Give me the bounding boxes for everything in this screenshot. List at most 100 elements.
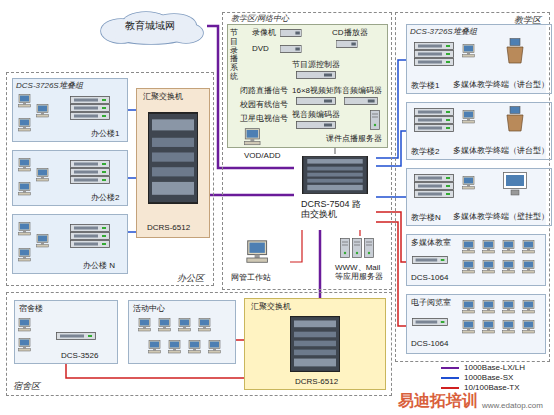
pc-icon: [463, 301, 475, 314]
node-label: 办公楼1: [91, 129, 119, 138]
node-label: 教学楼1: [411, 81, 439, 90]
server-icon: [365, 239, 374, 258]
building-box: 教学楼2 多媒体教学终端（讲台型）: [406, 102, 552, 160]
signal-label: 卫星电视信号: [240, 114, 288, 123]
node-label: 电子阅览室: [411, 298, 451, 307]
panel-fill: [227, 24, 388, 148]
pc-icon: [19, 183, 31, 196]
legend-box: 1000Base-LX/LH1000Base-SX10/100Base-TX: [440, 363, 540, 393]
legend-row: 10/100Base-TX: [440, 383, 540, 393]
node-label: 教学区/网络中心: [231, 14, 289, 23]
chassis-icon: [291, 317, 340, 372]
pc-icon: [523, 301, 535, 314]
node-label: 教学区: [514, 15, 541, 25]
device-label: CD播放器: [332, 28, 368, 37]
building-box: 办公楼 N: [12, 214, 128, 274]
switch-icon: [415, 59, 454, 66]
workstation: 网管工作站: [226, 240, 290, 286]
building-box: 办公楼2: [12, 150, 128, 206]
node-label: 节目录播系统: [230, 29, 238, 82]
aggregation-fill: [136, 88, 210, 238]
switch-icon: [71, 105, 110, 112]
node-label: DCS-3726S堆叠组: [16, 81, 83, 90]
pc-icon: [209, 341, 221, 354]
switch-icon: [71, 225, 110, 232]
node-label: 宿舍楼: [19, 304, 43, 313]
signal-label: 校园有线信号: [240, 100, 288, 109]
pc-icon: [483, 301, 495, 314]
aggregation-switch: 汇聚交换机DCRS-6512: [136, 88, 210, 238]
switch-icon: [415, 183, 454, 190]
switch-icon: [71, 161, 110, 168]
node-label: 多媒体教学终端（讲台型）: [453, 81, 549, 90]
pc-icon: [19, 119, 31, 132]
watermark-url: www.edatop.com: [482, 401, 543, 410]
node-label: DCS-1064: [411, 273, 448, 282]
pc-icon: [245, 129, 260, 145]
network-link: [319, 230, 322, 298]
node-label: DCS-3726S堆叠组: [410, 27, 477, 36]
pc-icon: [19, 319, 31, 332]
pc-icon: [19, 159, 31, 172]
podium-icon: [507, 39, 523, 64]
pc-icon: [37, 105, 49, 118]
network-link: [66, 364, 244, 378]
network-link: [334, 148, 335, 154]
pc-icon: [503, 261, 515, 274]
pc-icon: [523, 321, 535, 334]
pc-icon: [523, 261, 535, 274]
device-label: 节目源控制器: [292, 60, 340, 69]
network-link: [207, 26, 294, 168]
legend-sample: [440, 374, 460, 382]
pc-icon: [159, 319, 171, 332]
node-label: 教育城域网: [96, 20, 204, 32]
switch-icon: [415, 43, 454, 50]
pc-icon: [463, 45, 475, 58]
network-link: [359, 230, 360, 236]
node-label: 汇聚交换机: [251, 302, 291, 311]
switch-icon: [412, 319, 447, 326]
pc-icon: [37, 235, 49, 248]
wall-terminal-icon: [504, 173, 527, 196]
pc-icon: [463, 241, 475, 254]
network-link: [236, 339, 244, 341]
node-label: 教学楼2: [411, 147, 439, 156]
node-label: 多媒体教学终端（壁挂型）: [453, 213, 549, 222]
pc-icon: [179, 319, 191, 332]
building-box: DCS-3726S堆叠组办公楼1: [12, 78, 128, 142]
pc-icon: [139, 319, 151, 332]
building-box: 宿舍楼DCS-3526: [14, 300, 118, 364]
server-group: WWW、Mail 等应用服务器: [332, 236, 392, 288]
device-icon: [280, 30, 301, 37]
switch-icon: [415, 125, 454, 132]
legend-text: 1000Base-SX: [464, 373, 513, 383]
device-label: 课件点播服务器: [326, 134, 382, 143]
node-label: 活动中心: [133, 304, 165, 313]
device-label: VOD/ADD: [244, 151, 280, 160]
node-label: DCS-1064: [411, 339, 448, 348]
network-link: [128, 109, 136, 111]
core-switch: DCRS-7504 路由交换机: [294, 154, 376, 230]
pc-icon: [463, 261, 475, 274]
signal-label: 闭路直播信号: [240, 86, 288, 95]
building-fill: [12, 150, 128, 206]
node-label: 教学楼N: [411, 213, 441, 222]
device-icon: [297, 72, 336, 79]
server-icon: [371, 111, 380, 130]
pc-icon: [37, 169, 49, 182]
legend-sample-line: [441, 367, 459, 369]
node-label: 多媒体教学终端（讲台型）: [453, 147, 549, 156]
device-label: 16×8视频矩阵: [292, 86, 342, 95]
node-label: 多媒体教室: [411, 238, 451, 247]
server-icon: [353, 239, 362, 258]
device-icon: [344, 98, 377, 105]
legend-text: 10/100Base-TX: [464, 383, 520, 393]
pc-icon: [463, 177, 475, 190]
pc-icon: [19, 249, 31, 262]
building-fill: [14, 300, 118, 364]
switch-icon: [57, 333, 96, 340]
pc-icon: [247, 241, 268, 262]
pc-icon: [503, 301, 515, 314]
switch-icon: [415, 109, 454, 116]
building-fill: [12, 214, 128, 274]
